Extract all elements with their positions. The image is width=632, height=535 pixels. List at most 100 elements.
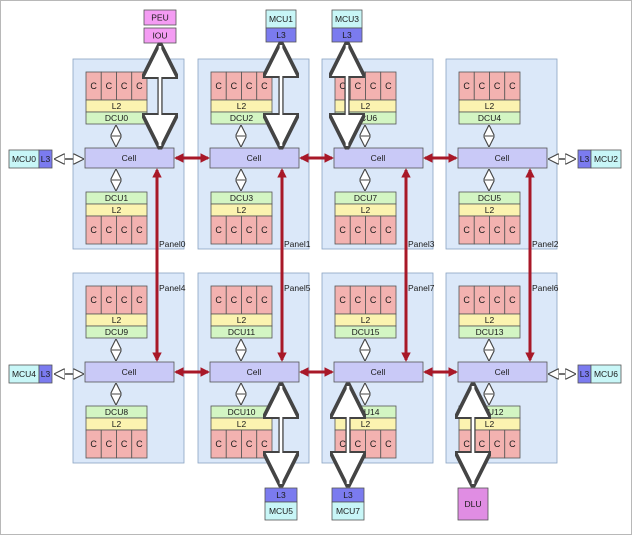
panel-label: Panel1	[284, 239, 311, 249]
core-label: C	[479, 439, 486, 449]
mcu1-block-label: MCU1	[269, 14, 293, 24]
dcu-label: DCU9	[105, 327, 128, 337]
core-label: C	[215, 81, 222, 91]
core-block	[380, 429, 397, 459]
cell-label: Cell	[371, 153, 386, 163]
core-label: C	[136, 225, 143, 235]
core-block	[504, 429, 521, 459]
mcu4-block-label: MCU4	[12, 369, 36, 379]
l2-label: L2	[485, 205, 495, 215]
core-label: C	[246, 225, 253, 235]
core-label: C	[106, 439, 113, 449]
l2-label: L2	[485, 315, 495, 325]
l2-label: L2	[237, 205, 247, 215]
cell-label: Cell	[247, 153, 262, 163]
panel-label: Panel0	[159, 239, 186, 249]
core-block	[131, 429, 148, 459]
core-label: C	[370, 225, 377, 235]
core-label: C	[355, 295, 362, 305]
dcu-label: DCU7	[354, 193, 377, 203]
dcu-block	[458, 111, 521, 125]
dcu-label: DCU13	[476, 327, 504, 337]
cell-label: Cell	[495, 153, 510, 163]
mcu4-l3-block	[38, 364, 53, 384]
l2-label: L2	[361, 315, 371, 325]
mcu0-l3-block	[38, 149, 53, 169]
core-label: C	[463, 295, 470, 305]
dcu-label: DCU6	[354, 113, 377, 123]
core-label: C	[463, 439, 470, 449]
core-label: C	[339, 225, 346, 235]
core-label: C	[479, 295, 486, 305]
mcu0-l3-block-label: L3	[41, 154, 51, 164]
core-label: C	[370, 81, 377, 91]
panel-label: Panel3	[408, 239, 435, 249]
l2-label: L2	[361, 205, 371, 215]
panel-label: Panel4	[159, 283, 186, 293]
dcu-label: DCU1	[105, 193, 128, 203]
dcu-label: DCU14	[352, 407, 380, 417]
panel-label: Panel7	[408, 283, 435, 293]
cell-node	[457, 361, 548, 383]
core-label: C	[509, 439, 516, 449]
core-label: C	[479, 81, 486, 91]
cell-node	[84, 361, 175, 383]
core-label: C	[215, 225, 222, 235]
panel-label: Panel5	[284, 283, 311, 293]
core-label: C	[215, 439, 222, 449]
core-label: C	[136, 439, 143, 449]
l2-label: L2	[112, 419, 122, 429]
l2-label: L2	[112, 205, 122, 215]
mcu6-l3-block-label: L3	[580, 369, 590, 379]
core-label: C	[231, 81, 238, 91]
core-label: C	[494, 225, 501, 235]
cell-label: Cell	[495, 367, 510, 377]
core-label: C	[121, 225, 128, 235]
core-label: C	[121, 295, 128, 305]
l2-label: L2	[237, 419, 247, 429]
core-label: C	[261, 295, 268, 305]
core-label: C	[339, 439, 346, 449]
core-label: C	[261, 81, 268, 91]
core-label: C	[261, 439, 268, 449]
peu-block	[143, 9, 177, 26]
core-label: C	[90, 439, 97, 449]
dcu-block	[334, 325, 397, 339]
dcu-label: DCU10	[228, 407, 256, 417]
core-label: C	[463, 225, 470, 235]
core-label: C	[370, 295, 377, 305]
core-label: C	[385, 295, 392, 305]
core-label: C	[136, 295, 143, 305]
core-label: C	[509, 295, 516, 305]
dcu-block	[458, 325, 521, 339]
cell-label: Cell	[247, 367, 262, 377]
dcu-block	[210, 325, 273, 339]
l2-label: L2	[361, 419, 371, 429]
core-label: C	[355, 225, 362, 235]
cell-label: Cell	[122, 367, 137, 377]
core-label: C	[463, 81, 470, 91]
core-label: C	[479, 225, 486, 235]
core-label: C	[90, 81, 97, 91]
cell-node	[333, 361, 424, 383]
mcu7-block	[331, 501, 365, 521]
core-label: C	[106, 225, 113, 235]
dlu-block-label: DLU	[464, 499, 481, 509]
mcu3-l3-block-label: L3	[342, 30, 352, 40]
l2-label: L2	[485, 101, 495, 111]
core-block	[380, 215, 397, 245]
cell-label: Cell	[371, 367, 386, 377]
cell-node	[457, 147, 548, 169]
mcu5-block-label: MCU5	[269, 506, 293, 516]
dcu-block	[85, 325, 148, 339]
core-label: C	[494, 81, 501, 91]
dcu-label: DCU0	[105, 113, 128, 123]
l2-label: L2	[237, 101, 247, 111]
core-label: C	[231, 439, 238, 449]
dcu-label: DCU12	[476, 407, 504, 417]
mcu7-l3-block-label: L3	[343, 490, 353, 500]
mcu4-l3-block-label: L3	[41, 369, 51, 379]
